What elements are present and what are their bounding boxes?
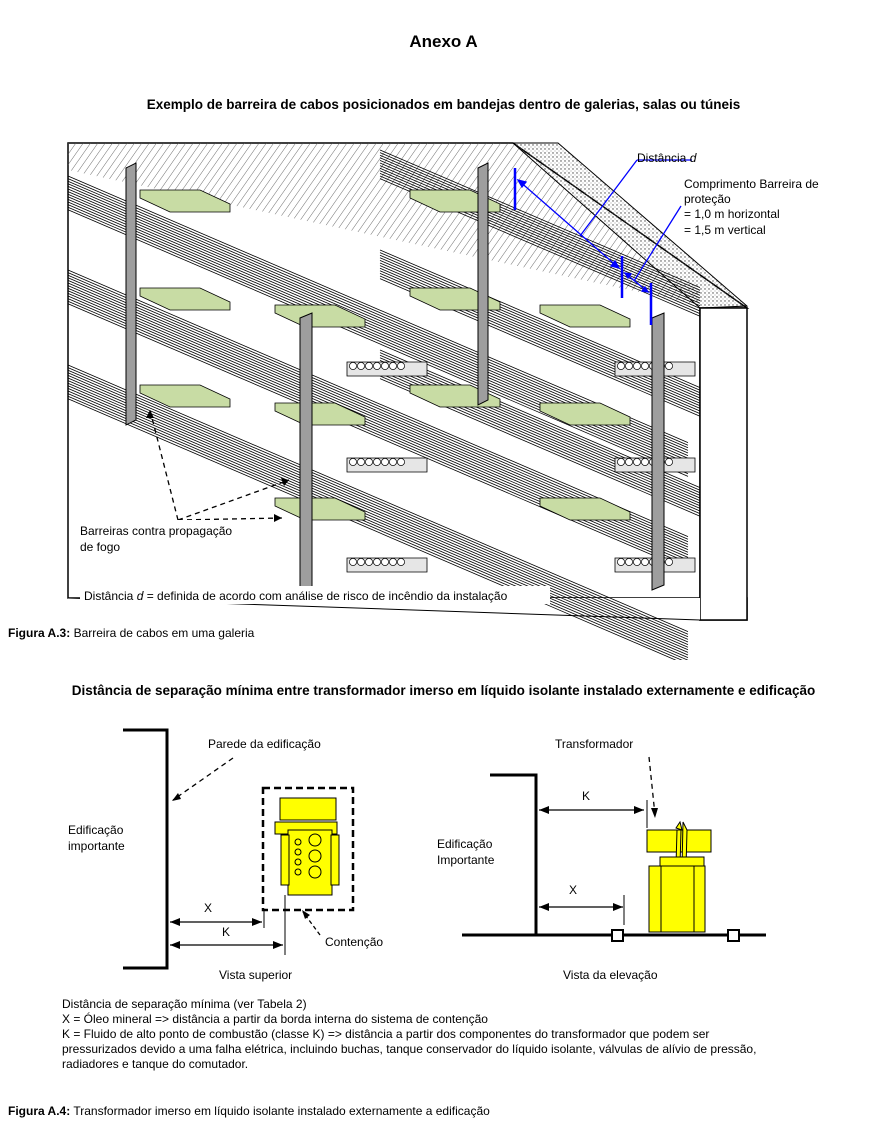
label-horizontal: = 1,0 m horizontal — [684, 207, 780, 221]
label-k-elev: K — [582, 789, 590, 803]
label-elevation-view: Vista da elevação — [563, 968, 658, 982]
label-wall: Parede da edificação — [208, 737, 321, 751]
label-x-elev: X — [569, 883, 577, 897]
label-building-elev-2: Importante — [437, 853, 495, 867]
label-distance-note: Distância d = definida de acordo com aná… — [84, 589, 508, 603]
figure-a3-heading: Exemplo de barreira de cabos posicionado… — [146, 97, 741, 112]
label-barriers-2: de fogo — [80, 540, 120, 554]
label-building-elev: Edificação — [437, 837, 493, 851]
label-top-view: Vista superior — [219, 968, 292, 982]
label-containment: Contenção — [325, 935, 383, 949]
label-x-top: X — [204, 901, 212, 915]
note-line: X = Óleo mineral => distância a partir d… — [62, 1012, 488, 1026]
note-line: K = Fluido de alto ponto de combustão (c… — [62, 1027, 710, 1041]
label-k-top: K — [222, 925, 230, 939]
note-line: pressurizados devido a uma falha elétric… — [62, 1042, 757, 1056]
page-title: Anexo A — [409, 32, 478, 51]
figure-a4-caption: Figura A.4: Transformador imerso em líqu… — [8, 1104, 490, 1118]
note-line: Distância de separação mínima (ver Tabel… — [62, 997, 307, 1011]
label-building: Edificação — [68, 823, 124, 837]
label-transformer: Transformador — [555, 737, 633, 751]
label-vertical: = 1,5 m vertical — [684, 223, 766, 237]
label-barriers: Barreiras contra propagação — [80, 524, 232, 538]
label-distance-d: Distância d — [637, 151, 697, 165]
label-building-2: importante — [68, 839, 125, 853]
label-barrier-length: Comprimento Barreira de — [684, 177, 819, 191]
figure-a3-illustration: Distância d Comprimento Barreira de prot… — [67, 142, 819, 660]
figure-a3-caption: Figura A.3: Barreira de cabos em uma gal… — [8, 626, 255, 640]
note-line: radiadores e tanque do comutador. — [62, 1057, 249, 1071]
label-barrier-length-2: proteção — [684, 192, 731, 206]
figure-a4-heading: Distância de separação mínima entre tran… — [71, 683, 816, 698]
figure-a4-notes: Distância de separação mínima (ver Tabel… — [62, 997, 822, 1072]
